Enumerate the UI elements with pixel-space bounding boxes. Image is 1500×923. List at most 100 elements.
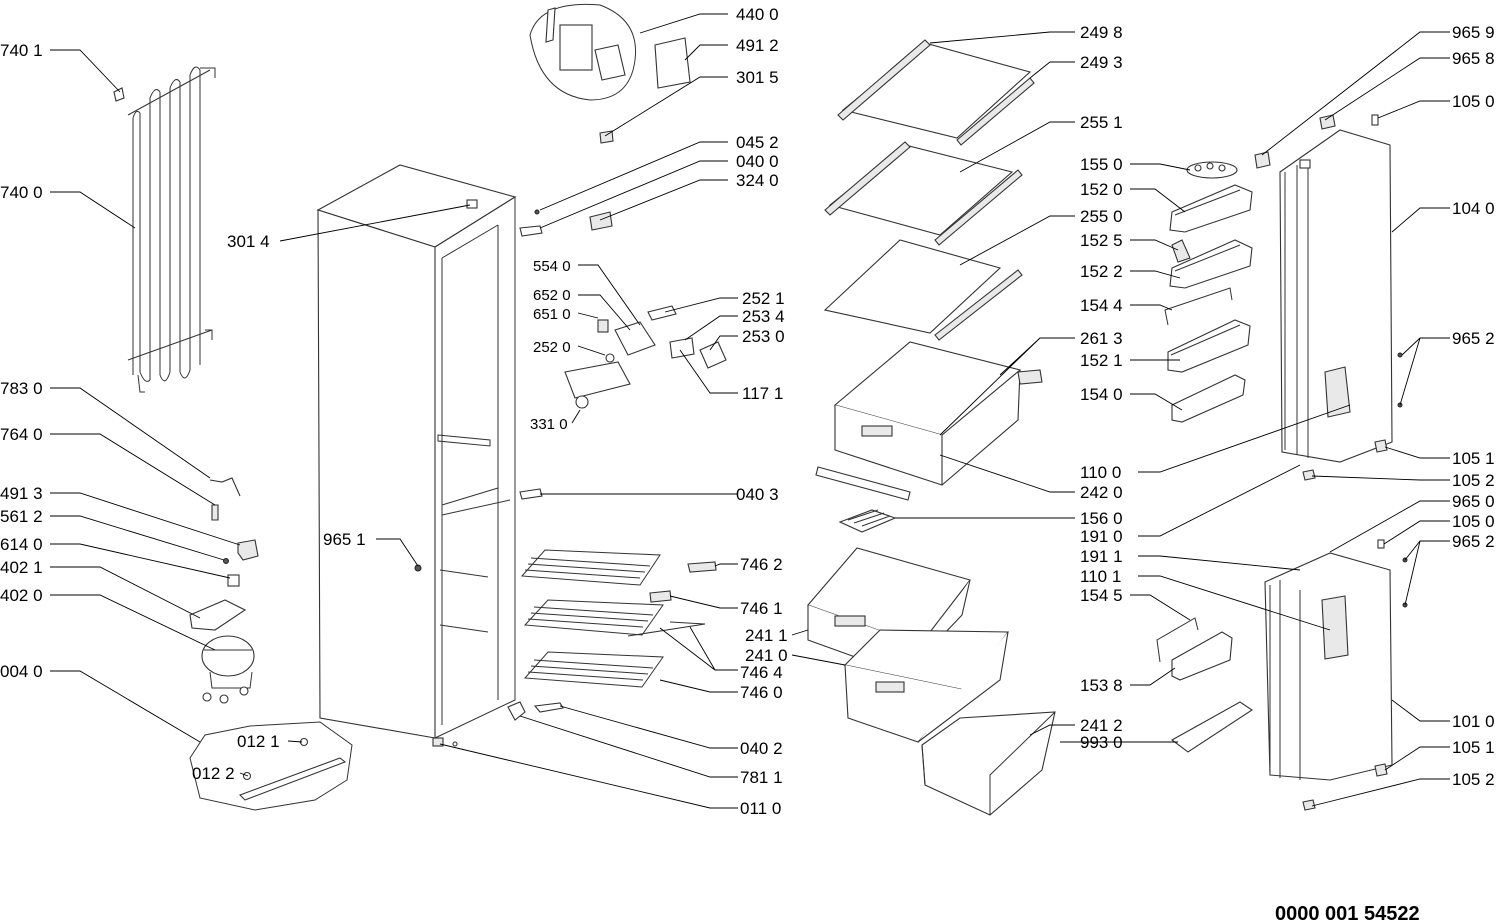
door-bushing-a	[1374, 439, 1388, 453]
label-4913: 491 3	[0, 484, 43, 503]
part-labels: 740 1 740 0 783 0 764 0 491 3 561 2 614 …	[0, 5, 1495, 923]
label-sticker	[599, 130, 614, 144]
label-2521: 252 1	[742, 289, 785, 308]
door-screw-a	[1397, 352, 1403, 358]
label-1525: 152 5	[1080, 231, 1123, 250]
cabinet-screw	[414, 564, 422, 572]
fridge-door	[1279, 129, 1393, 463]
label-1040: 104 0	[1452, 199, 1495, 218]
label-6140: 614 0	[0, 535, 43, 554]
freezer-door	[1264, 552, 1393, 781]
label-3310: 331 0	[530, 416, 568, 433]
label-1050: 105 0	[1452, 92, 1495, 111]
hinge-kit-detail	[189, 721, 353, 811]
label-4912: 491 2	[736, 36, 779, 55]
glass-shelf-top	[837, 39, 1035, 146]
label-1050b: 105 0	[1452, 512, 1495, 531]
label-0452: 045 2	[736, 133, 779, 152]
label-1100: 110 0	[1080, 463, 1121, 482]
condenser-coil	[127, 66, 216, 393]
label-2613: 261 3	[1080, 329, 1123, 348]
freezer-drawer-middle	[843, 629, 1010, 743]
label-7461: 746 1	[740, 599, 783, 618]
label-3015: 301 5	[736, 68, 779, 87]
middle-hinge	[519, 488, 543, 500]
compressor	[201, 635, 255, 704]
label-1051b: 105 1	[1452, 738, 1495, 757]
label-7400: 740 0	[0, 183, 43, 202]
start-relay	[227, 574, 240, 587]
label-7462: 746 2	[740, 555, 783, 574]
label-0403: 040 3	[736, 485, 779, 504]
label-0402: 040 2	[740, 739, 783, 758]
lower-door-bushing-b	[1302, 799, 1316, 811]
label-0040: 004 0	[0, 662, 43, 681]
top-cover-b	[1319, 114, 1336, 130]
label-3014: 301 4	[227, 232, 270, 251]
door-bushing-b	[1302, 469, 1316, 481]
label-9658: 965 8	[1452, 49, 1495, 68]
label-9652: 965 2	[1452, 329, 1495, 348]
label-7401: 740 1	[0, 41, 43, 60]
label-7811: 781 1	[740, 768, 783, 787]
freezer-drawer-lower	[921, 711, 1056, 816]
label-2420: 242 0	[1080, 483, 1123, 502]
glass-shelf-bottom	[823, 239, 1023, 341]
label-4400: 440 0	[736, 5, 779, 24]
label-1560: 156 0	[1080, 509, 1123, 528]
control-module	[1170, 701, 1253, 753]
label-1545: 154 5	[1080, 586, 1123, 605]
wire-shelves	[520, 549, 664, 688]
label-1052: 105 2	[1452, 471, 1495, 490]
top-hinge	[519, 225, 543, 237]
label-4021: 402 1	[0, 558, 43, 577]
label-2493: 249 3	[1080, 53, 1123, 72]
compressor-mount	[189, 599, 247, 631]
lower-door-bushing-a	[1374, 763, 1388, 777]
label-9651: 965 1	[323, 530, 366, 549]
label-1052b: 105 2	[1452, 770, 1495, 789]
label-2411: 241 1	[745, 626, 788, 645]
control-panel	[564, 353, 631, 409]
label-1010: 101 0	[1452, 712, 1495, 731]
label-1522: 152 2	[1080, 262, 1123, 281]
label-0400: 040 0	[736, 152, 779, 171]
label-1171: 117 1	[742, 384, 783, 403]
label-1521: 152 1	[1080, 351, 1123, 370]
glass-shelf-middle	[824, 141, 1023, 246]
lamp-holder-assembly	[597, 305, 727, 369]
label-7464: 746 4	[740, 663, 783, 682]
drier-filter	[211, 504, 219, 521]
ice-tray	[838, 509, 897, 533]
label-4020: 402 0	[0, 586, 43, 605]
leader-lines	[50, 13, 1450, 809]
label-1540: 154 0	[1080, 385, 1123, 404]
top-cover-a	[1254, 151, 1271, 169]
thermal-fuse	[223, 558, 229, 564]
relay-cover	[237, 539, 259, 561]
label-1520: 152 0	[1080, 180, 1123, 199]
label-9652b: 965 2	[1452, 532, 1495, 551]
label-2530: 253 0	[742, 327, 785, 346]
label-7640: 764 0	[0, 425, 43, 444]
bin-divider	[1171, 239, 1191, 263]
document-code: 0000 001 54522	[1275, 903, 1420, 923]
label-6510: 651 0	[533, 306, 571, 323]
label-9659: 965 9	[1452, 23, 1495, 42]
bottle-bin	[1171, 374, 1246, 423]
label-0122: 012 2	[192, 764, 235, 783]
label-1550: 155 0	[1080, 155, 1123, 174]
drier-tube	[209, 477, 241, 497]
label-2520: 252 0	[533, 339, 571, 356]
freezer-door-bin	[1171, 631, 1233, 681]
rating-plate	[589, 211, 613, 231]
door-bin-1	[1169, 184, 1253, 233]
label-2534: 253 4	[742, 307, 785, 326]
lower-hinge	[507, 701, 564, 721]
label-0110: 011 0	[740, 799, 781, 818]
label-1544: 154 4	[1080, 296, 1123, 315]
label-2550: 255 0	[1080, 207, 1123, 226]
label-1538: 153 8	[1080, 676, 1123, 695]
label-3240: 324 0	[736, 171, 779, 190]
